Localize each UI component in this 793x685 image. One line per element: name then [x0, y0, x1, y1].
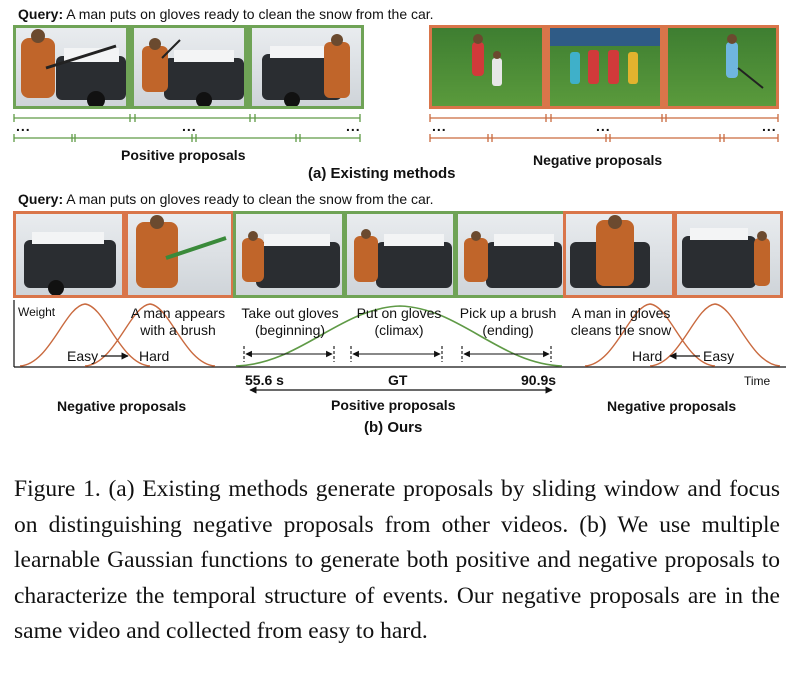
easy-left-label: Easy: [67, 348, 99, 364]
stage-climax-line-2: (climax): [374, 322, 424, 338]
left-event-line-2: with a brush: [140, 322, 216, 338]
gaussian-left-easy: [19, 303, 151, 367]
positive-video-strip: [13, 25, 364, 109]
frame-hockey-2: [550, 28, 660, 106]
right-event-label: A man in gloves cleans the snow: [562, 305, 680, 339]
dots-5: ...: [596, 118, 611, 134]
hard-right-label: Hard: [632, 348, 663, 364]
left-event-line-1: A man appears: [130, 305, 226, 321]
frame-hockey-1: [432, 28, 542, 106]
positive-windows: [13, 114, 361, 142]
positive-center-strip: [233, 211, 566, 298]
gaussian-right-easy: [649, 303, 781, 367]
query-label: Query:: [18, 6, 64, 22]
query-text: A man puts on gloves ready to clean the …: [66, 191, 434, 207]
left-negative-frames: [16, 214, 231, 295]
stage-beginning-label: Take out gloves (beginning): [234, 305, 346, 339]
dots-2: ...: [182, 118, 197, 134]
dots-6: ...: [762, 118, 777, 134]
dots-3: ...: [346, 118, 361, 134]
gaussian-diagram: [13, 300, 786, 394]
negative-proposals-right: Negative proposals: [607, 398, 737, 414]
start-time: 55.6 s: [245, 372, 284, 388]
gaussian-right-hard: [584, 303, 716, 367]
stage-climax-label: Put on gloves (climax): [349, 305, 449, 339]
right-negative-strip: [563, 211, 783, 298]
stage-climax-line-1: Put on gloves: [356, 305, 442, 321]
weight-label: Weight: [18, 305, 56, 319]
stage-dashes: [243, 346, 552, 362]
left-event-label: A man appears with a brush: [118, 305, 238, 339]
right-negative-frames: [566, 214, 780, 295]
end-time: 90.9s: [521, 372, 557, 388]
stage-ending-label: Pick up a brush (ending): [453, 305, 563, 339]
negative-frames: [432, 28, 776, 106]
dots-1: ...: [16, 118, 31, 134]
gaussian-left-hard: [84, 303, 216, 367]
positive-center-frames: [236, 214, 563, 295]
positive-frames: [16, 28, 361, 106]
figure-caption: Figure 1. (a) Existing methods generate …: [14, 476, 780, 644]
stage-beginning-line-2: (beginning): [254, 322, 326, 338]
gt-label: GT: [388, 372, 408, 388]
frame-hockey-3: [668, 28, 776, 106]
stage-ending-line-1: Pick up a brush: [459, 305, 557, 321]
easy-right-label: Easy: [703, 348, 735, 364]
negative-proposals-label-a: Negative proposals: [533, 152, 663, 168]
query-b: Query: A man puts on gloves ready to cle…: [18, 191, 434, 207]
right-event-line-1: A man in gloves: [571, 305, 671, 321]
positive-proposals-label-a: Positive proposals: [121, 147, 246, 163]
query-a: Query: A man puts on gloves ready to cle…: [18, 6, 434, 22]
left-negative-strip: [13, 211, 234, 298]
right-event-line-2: cleans the snow: [570, 322, 672, 338]
frame-snow-1: [16, 28, 126, 106]
query-label: Query:: [18, 191, 64, 207]
negative-proposals-left: Negative proposals: [57, 398, 187, 414]
negative-windows: [429, 114, 779, 142]
hard-left-label: Hard: [139, 348, 170, 364]
sliding-windows: [13, 114, 779, 142]
time-label: Time: [744, 374, 771, 388]
dots-4: ...: [432, 118, 447, 134]
stage-beginning-line-1: Take out gloves: [241, 305, 339, 321]
frame-snow-2: [134, 28, 244, 106]
frame-snow-3: [252, 28, 361, 106]
query-text: A man puts on gloves ready to clean the …: [66, 6, 434, 22]
negative-video-strip: [429, 25, 779, 109]
subcaption-a: (a) Existing methods: [308, 165, 456, 182]
subcaption-b: (b) Ours: [364, 419, 423, 436]
stage-ending-line-2: (ending): [482, 322, 534, 338]
positive-proposals-center: Positive proposals: [331, 397, 456, 413]
